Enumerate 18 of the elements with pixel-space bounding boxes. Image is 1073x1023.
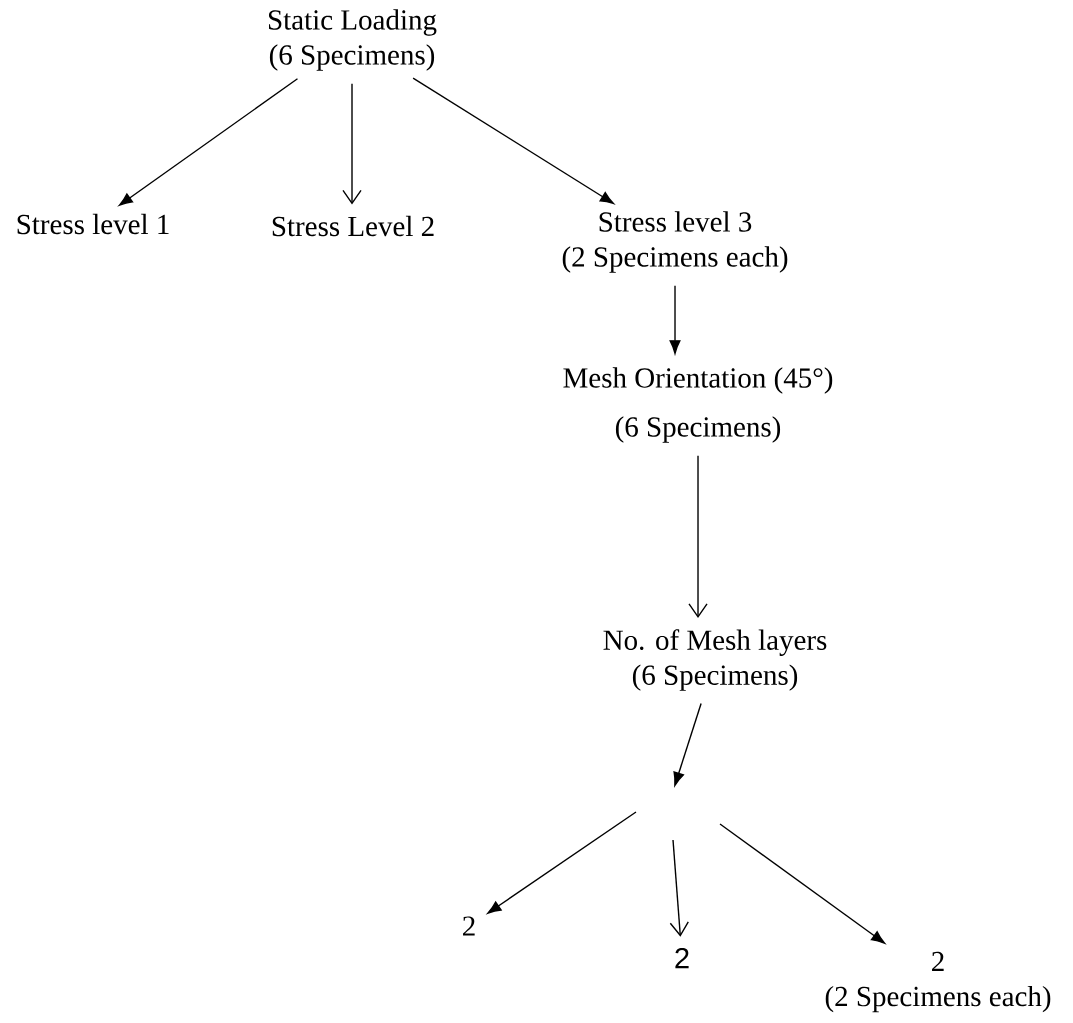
text-label: Stress level 1 xyxy=(17,213,169,235)
arrow xyxy=(412,77,614,205)
text-label: 2 xyxy=(463,916,475,936)
arrow xyxy=(719,823,886,944)
arrow xyxy=(118,78,299,206)
text-label: No. of Mesh layers (6 Specimens) xyxy=(603,629,827,691)
text-label: Stress Level 2 xyxy=(272,215,434,237)
arrow xyxy=(688,455,708,618)
arrow xyxy=(669,839,689,937)
arrow xyxy=(342,83,362,205)
text-label: 2 (2 Specimens each) xyxy=(825,951,1051,1013)
text-label: 2 xyxy=(675,947,689,969)
arrow xyxy=(669,285,681,354)
text-label: Static Loading (6 Specimens) xyxy=(269,9,437,71)
arrow xyxy=(487,811,637,914)
arrow xyxy=(673,702,702,786)
text-label: Stress level 3 (2 Specimens each) xyxy=(562,211,788,273)
text-label: Mesh Orientation (45°) (6 Specimens) xyxy=(563,367,833,443)
